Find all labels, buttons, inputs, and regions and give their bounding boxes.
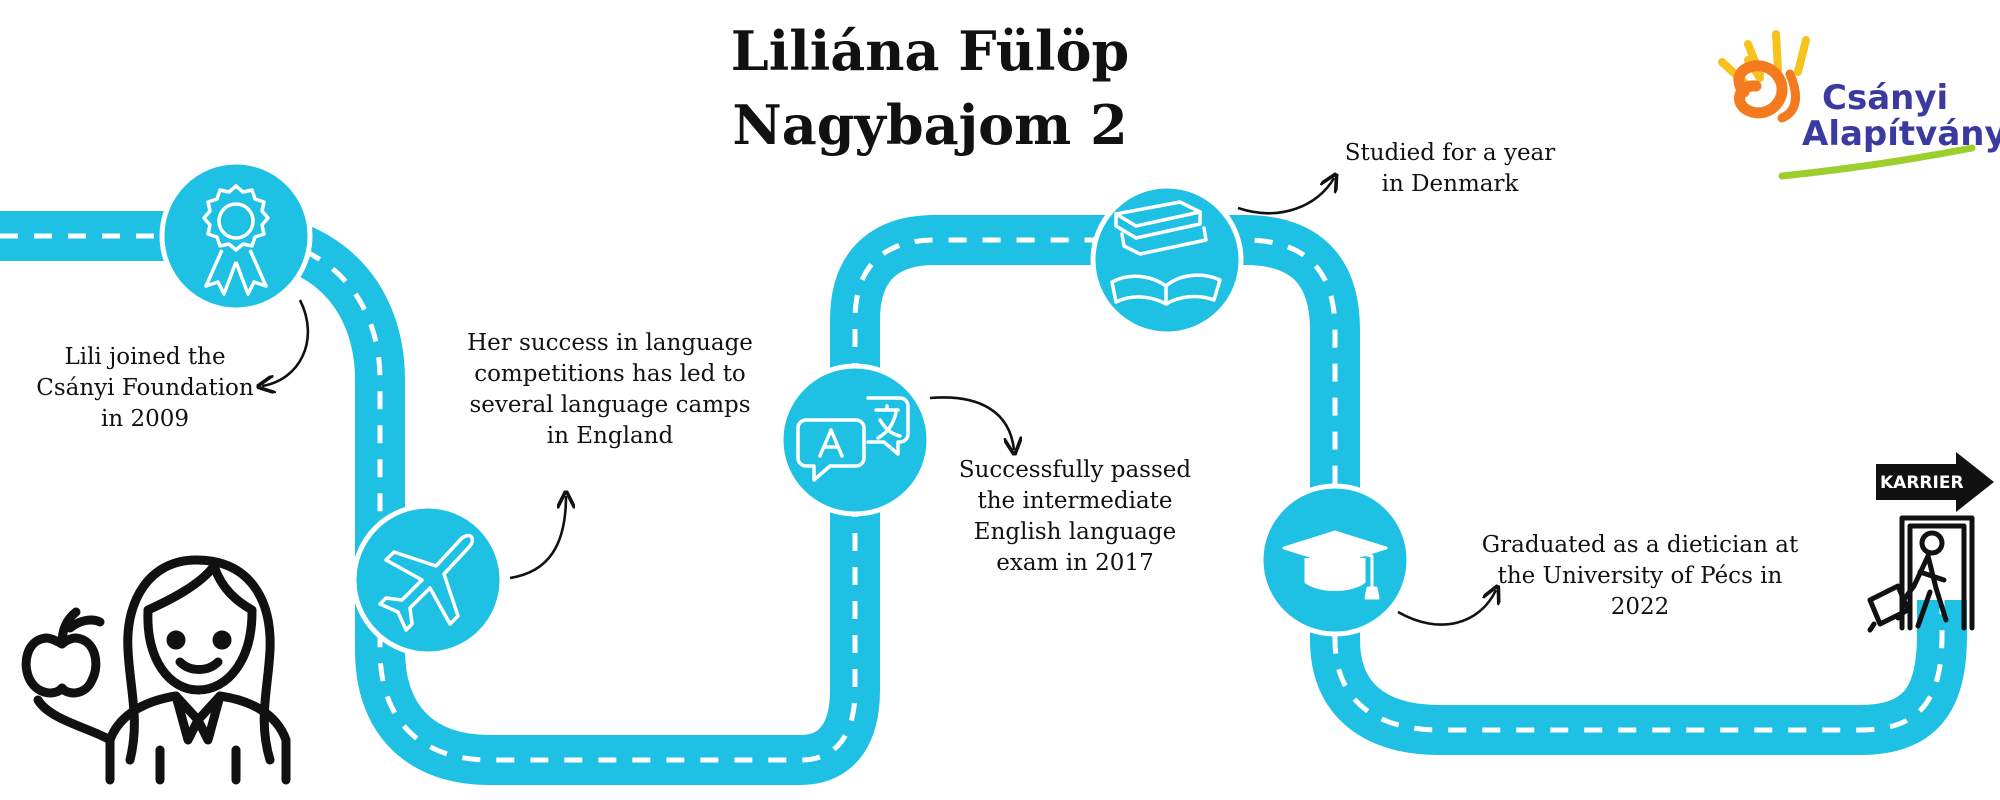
woman-with-apple-icon: [21, 555, 291, 785]
airplane-icon: [378, 533, 475, 632]
milestone-joined: [159, 159, 313, 313]
milestone-graduated: [1258, 483, 1412, 637]
milestone-denmark: [1090, 183, 1244, 337]
arrow-joined: [262, 299, 310, 386]
caption-language-camps: Her success in language competitions has…: [467, 330, 753, 449]
graduation-cap-icon: [1282, 530, 1388, 600]
logo-swoosh: [1778, 144, 1976, 180]
caption-joined: Lili joined the Csányi Foundation in 200…: [36, 344, 254, 432]
logo-line1: Csányi: [1822, 78, 1949, 118]
page-title-name: Liliána Fülöp: [730, 19, 1130, 83]
exit-door-traveler-icon: [1867, 515, 1975, 633]
milestone-language-camps: [351, 503, 505, 657]
caption-denmark: Studied for a year in Denmark: [1344, 140, 1556, 197]
arrow-english-exam: [929, 396, 1014, 450]
csanyi-logo-mark: [1718, 30, 1976, 180]
connector-arrows: [262, 178, 1496, 626]
award-ribbon-icon: [202, 184, 270, 296]
caption-english-exam: Successfully passed the intermediate Eng…: [958, 457, 1192, 576]
caption-graduated: Graduated as a dietician at the Universi…: [1481, 532, 1799, 620]
arrow-denmark: [1237, 178, 1334, 215]
books-icon: [1110, 200, 1222, 306]
road: [0, 211, 1967, 785]
karrier-label: KARRIER: [1880, 473, 1964, 493]
milestone-english-exam: [778, 363, 932, 517]
karrier-arrow-badge: [1876, 452, 1994, 512]
logo-line2: Alapítvány: [1802, 114, 2000, 154]
arrow-language-camps: [509, 496, 566, 580]
translate-bubbles-icon: [796, 396, 910, 482]
career-exit: [1867, 452, 1994, 633]
arrow-graduated: [1397, 590, 1496, 626]
page-title-place: Nagybajom 2: [732, 93, 1128, 157]
